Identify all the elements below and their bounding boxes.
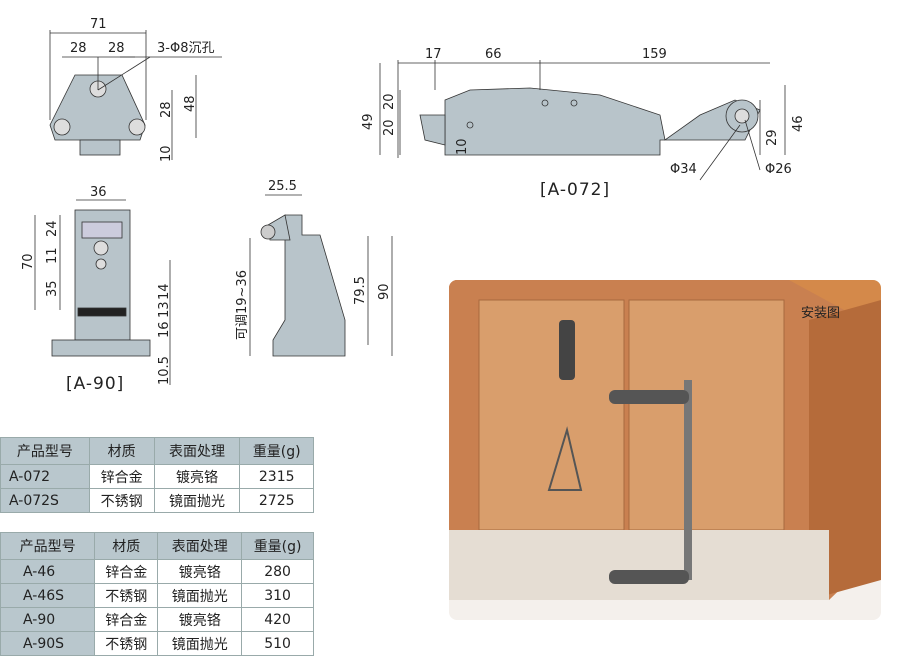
- table-cell: A-46S: [0, 583, 96, 608]
- header-finish: 表面处理: [157, 532, 243, 560]
- dim-phi26: Φ26: [765, 162, 792, 177]
- dim-11: 11: [45, 247, 60, 264]
- photo-caption: 安装图: [801, 306, 841, 321]
- table-cell: 2315: [239, 464, 314, 489]
- table-cell: A-46: [0, 559, 96, 584]
- header-weight: 重量(g): [241, 532, 314, 560]
- table-cell: 510: [241, 631, 314, 656]
- table-cell: A-072: [0, 464, 90, 489]
- dim-28: 28: [70, 41, 87, 56]
- header-finish: 表面处理: [153, 437, 241, 465]
- table-cell: 不锈钢: [88, 488, 155, 513]
- table-cell: 锌合金: [94, 559, 159, 584]
- header-model: 产品型号: [0, 437, 90, 465]
- table-cell: 不锈钢: [94, 631, 159, 656]
- header-material: 材质: [94, 532, 159, 560]
- dim-adjust: 可调19~36: [235, 270, 250, 340]
- table-cell: 镀亮铬: [157, 559, 243, 584]
- dim-16: 16: [157, 321, 172, 338]
- table-cell: 镜面抛光: [157, 631, 243, 656]
- a072-label: [A-072]: [540, 180, 611, 200]
- header-weight: 重量(g): [239, 437, 314, 465]
- header-material: 材质: [88, 437, 155, 465]
- dim-90: 90: [377, 283, 392, 300]
- dim-25-5: 25.5: [268, 179, 297, 194]
- dim-79-5: 79.5: [353, 276, 368, 305]
- a072-body: [444, 87, 761, 156]
- dim-20: 20: [382, 119, 397, 136]
- dim-10: 10: [455, 138, 470, 155]
- dim-29: 29: [765, 129, 780, 146]
- dim-phi34: Φ34: [670, 162, 697, 177]
- dim-46: 46: [791, 115, 806, 132]
- table-cell: 锌合金: [94, 607, 159, 632]
- table-cell: A-072S: [0, 488, 90, 513]
- table-cell: 镀亮铬: [153, 464, 241, 489]
- dim-28v: 28: [159, 101, 174, 118]
- dim-13: 13: [157, 301, 172, 318]
- dim-17: 17: [425, 47, 442, 62]
- table-cell: 310: [241, 583, 314, 608]
- a90-label: [A-90]: [66, 374, 125, 394]
- dim-20: 20: [382, 93, 397, 110]
- table-cell: 2725: [239, 488, 314, 513]
- dim-71: 71: [90, 17, 107, 32]
- dim-49: 49: [361, 113, 376, 130]
- installation-photo: 安装图: [449, 280, 881, 620]
- a90-side-body: [272, 214, 346, 357]
- table-cell: 镜面抛光: [153, 488, 241, 513]
- table-cell: A-90: [0, 607, 96, 632]
- dim-66: 66: [485, 47, 502, 62]
- table-cell: A-90S: [0, 631, 96, 656]
- table-cell: 锌合金: [88, 464, 155, 489]
- dim-35: 35: [45, 280, 60, 297]
- dim-24: 24: [45, 220, 60, 237]
- table-cell: 镜面抛光: [157, 583, 243, 608]
- table-cell: 420: [241, 607, 314, 632]
- header-model: 产品型号: [0, 532, 96, 560]
- dim-159: 159: [642, 47, 667, 62]
- table-cell: 不锈钢: [94, 583, 159, 608]
- dim-10-5: 10.5: [157, 356, 172, 385]
- dim-70: 70: [21, 253, 36, 270]
- dim-48: 48: [183, 95, 198, 112]
- dim-14: 14: [157, 283, 172, 300]
- dim-holes: 3-Φ8沉孔: [157, 41, 214, 56]
- dim-28: 28: [108, 41, 125, 56]
- table-cell: 280: [241, 559, 314, 584]
- table-cell: 镀亮铬: [157, 607, 243, 632]
- dim-10: 10: [159, 145, 174, 162]
- dim-36: 36: [90, 185, 107, 200]
